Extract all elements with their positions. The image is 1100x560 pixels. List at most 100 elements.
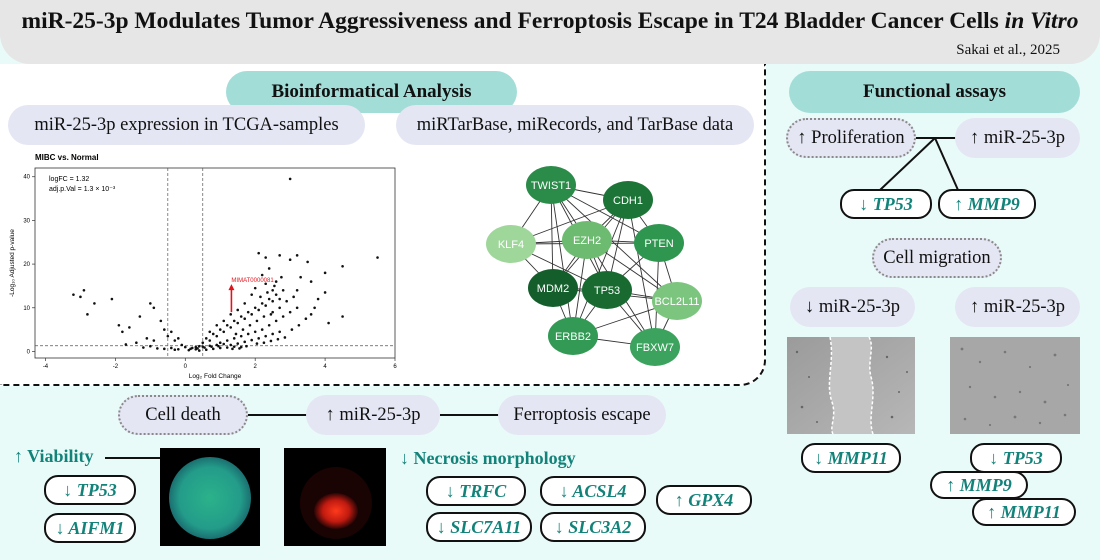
y-tick-label: 20 — [23, 262, 30, 268]
data-point — [180, 343, 184, 347]
ferroptosis-escape-label: Ferroptosis escape — [498, 395, 666, 435]
data-point — [208, 339, 212, 342]
data-point — [262, 341, 266, 345]
network-node-label: ERBB2 — [555, 331, 591, 343]
data-point — [236, 308, 240, 312]
network-node — [486, 225, 536, 263]
data-point — [278, 254, 281, 257]
viability-fluorescence-image — [160, 448, 260, 546]
network-node-label: EZH2 — [573, 235, 601, 247]
data-point — [72, 293, 75, 296]
data-point — [271, 310, 274, 314]
data-point — [201, 341, 205, 345]
data-point — [313, 306, 316, 310]
data-point — [210, 345, 213, 348]
data-point — [236, 342, 240, 345]
data-point — [246, 332, 250, 336]
data-point — [288, 177, 292, 181]
network-node — [562, 221, 612, 259]
author-citation: Sakai et al., 2025 — [956, 42, 1060, 58]
network-node-label: TP53 — [594, 285, 620, 297]
data-point — [260, 328, 264, 331]
data-point — [238, 347, 241, 350]
data-point — [166, 334, 170, 338]
data-point — [341, 315, 344, 318]
network-node-label: CDH1 — [613, 195, 643, 207]
gene-box-acsl4: ↓ ACSL4 — [540, 476, 646, 506]
x-tick-label: 2 — [254, 364, 258, 370]
data-point — [260, 273, 264, 277]
viability-line — [105, 457, 163, 459]
data-point — [156, 347, 159, 350]
data-point — [259, 295, 262, 299]
x-tick-label: 4 — [323, 364, 327, 370]
data-point — [234, 332, 238, 336]
data-point — [316, 297, 320, 301]
data-point — [222, 319, 226, 323]
data-point — [225, 339, 229, 342]
data-point — [229, 343, 233, 347]
y-tick-label: 30 — [23, 218, 30, 224]
data-point — [225, 323, 229, 327]
data-point — [86, 313, 89, 316]
page-title: miR-25-3p Modulates Tumor Aggressiveness… — [0, 8, 1100, 35]
tcga-label: miR-25-3p expression in TCGA-samples — [8, 105, 365, 145]
gene-box-mmp9-prolif: ↑ MMP9 — [938, 189, 1036, 219]
network-node-label: BCL2L11 — [654, 296, 699, 308]
data-point — [183, 345, 187, 349]
title-text: miR-25-3p Modulates Tumor Aggressiveness… — [21, 8, 1005, 34]
gene-box-aifm1: ↓ AIFM1 — [44, 513, 136, 543]
data-point — [231, 347, 234, 351]
data-point — [197, 349, 201, 352]
data-point — [170, 330, 173, 334]
gene-box-gpx4: ↑ GPX4 — [656, 485, 752, 515]
data-point — [218, 341, 222, 345]
y-tick-label: 0 — [27, 349, 31, 355]
data-point — [128, 326, 131, 329]
network-node — [548, 317, 598, 355]
data-point — [203, 346, 206, 349]
viability-label: ↑ Viability — [14, 446, 94, 466]
data-point — [149, 344, 152, 348]
data-point — [255, 319, 259, 323]
data-point — [229, 326, 233, 329]
data-point — [271, 288, 274, 292]
data-point — [264, 282, 267, 286]
gene-box-trfc: ↓ TRFC — [426, 476, 526, 506]
data-point — [253, 330, 257, 334]
data-point — [250, 313, 253, 316]
gene-box-slc3a2: ↓ SLC3A2 — [540, 512, 646, 542]
y-axis-label: -Log₁₀ Adjusted p-value — [9, 229, 16, 297]
highlight-arrowhead — [228, 284, 235, 291]
data-point — [211, 332, 215, 336]
y-tick-label: 10 — [23, 306, 30, 312]
data-point — [197, 344, 201, 348]
data-point — [280, 275, 283, 279]
mir-up-proliferation: ↑ miR-25-3p — [955, 118, 1080, 158]
data-point — [215, 334, 219, 338]
data-point — [82, 288, 86, 292]
data-point — [295, 254, 299, 257]
data-point — [79, 295, 82, 299]
data-point — [232, 345, 236, 348]
data-point — [217, 344, 220, 348]
data-point — [262, 315, 266, 318]
data-point — [170, 346, 173, 350]
data-point — [341, 264, 344, 268]
data-point — [253, 306, 257, 310]
data-point — [239, 334, 243, 338]
data-point — [229, 313, 233, 316]
data-point — [327, 321, 330, 325]
data-point — [299, 275, 302, 279]
x-tick-label: -2 — [113, 364, 119, 370]
network-node — [528, 269, 578, 307]
data-point — [135, 341, 138, 345]
volcano-annotation: adj.p.Val = 1.3 × 10⁻³ — [49, 186, 116, 193]
data-point — [145, 337, 149, 340]
cell-death-label: Cell death — [118, 395, 248, 435]
gene-box-mmp11-mig: ↑ MMP11 — [972, 498, 1076, 526]
data-point — [295, 306, 299, 310]
data-point — [215, 323, 219, 327]
data-point — [278, 297, 281, 301]
data-point — [304, 317, 308, 320]
